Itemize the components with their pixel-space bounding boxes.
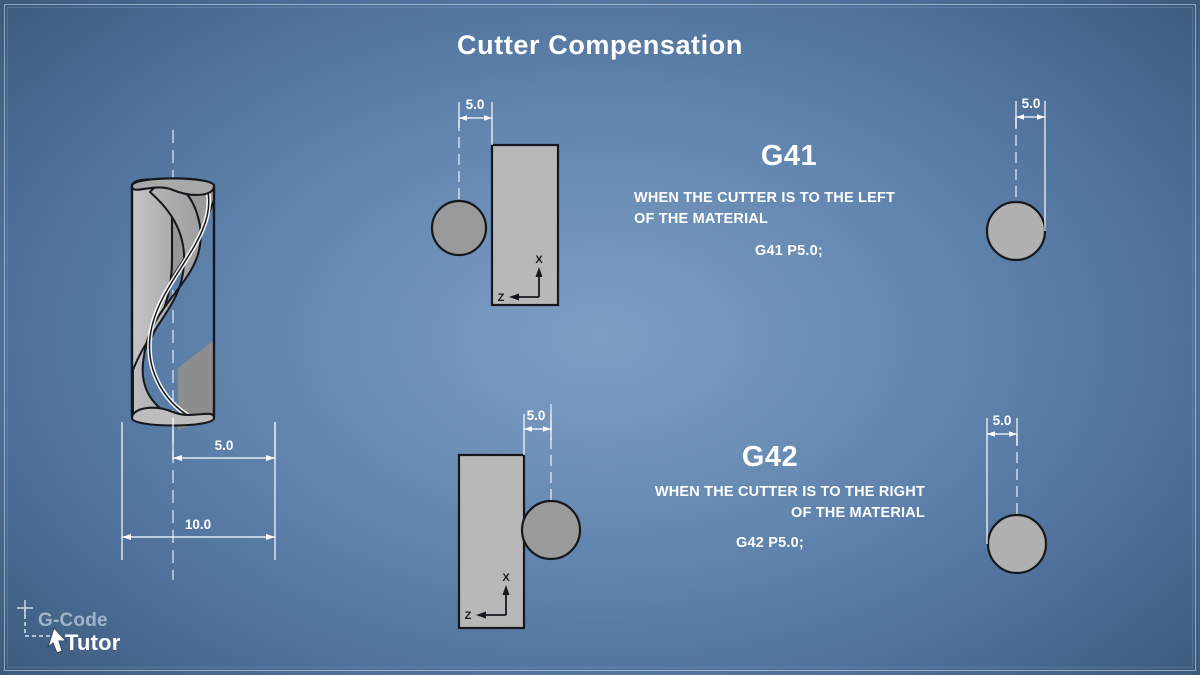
axis-x-label: X	[502, 572, 510, 584]
dim-arrow-right-10	[266, 534, 275, 540]
dim-label-radius: 5.0	[215, 438, 234, 453]
dim-label: 5.0	[993, 413, 1012, 428]
cutter-circle	[985, 200, 1047, 262]
axis-z-label: Z	[465, 610, 472, 622]
cutter-circle	[986, 513, 1048, 575]
end-mill-illustration: 5.0 10.0	[121, 130, 276, 580]
g41-middle-figure: 5.0 X Z	[430, 97, 560, 307]
bottom-end-face	[130, 406, 216, 427]
cutting-edge-line	[148, 191, 210, 419]
dim-arrow-left	[524, 426, 532, 432]
logo-bottom-text: Tutor	[65, 630, 121, 655]
dim-arrow-right	[484, 115, 492, 121]
axis-z-label: Z	[498, 292, 505, 304]
g41-description-line-1: WHEN THE CUTTER IS TO THE LEFT	[634, 190, 896, 206]
g41-code-heading: G41	[760, 140, 818, 172]
toolpath-dashes	[24, 608, 56, 637]
top-end-face	[130, 177, 216, 196]
axis-x-arrow	[502, 585, 510, 595]
brand-logo[interactable]: G-Code Tutor	[12, 598, 162, 660]
g41-program-line: G41 P5.0;	[755, 243, 823, 259]
axis-z-arrow	[476, 611, 486, 619]
material-block	[457, 453, 526, 630]
dim-arrow-left	[987, 431, 995, 437]
axis-x-label: X	[535, 254, 543, 266]
dim-label-diameter: 10.0	[185, 517, 211, 532]
dim-arrow-right-5	[266, 455, 275, 461]
cursor-arrow-icon	[47, 627, 68, 654]
g42-description: WHEN THE CUTTER IS TO THE RIGHT OF THE M…	[615, 482, 925, 523]
dim-arrow-left	[459, 115, 467, 121]
g42-description-line-2: OF THE MATERIAL	[790, 504, 925, 521]
dim-arrow-left-5	[173, 455, 182, 461]
cutter-circle	[430, 199, 488, 257]
g42-middle-figure: 5.0 X Z	[457, 404, 582, 630]
g42-program-line: G42 P5.0;	[736, 535, 804, 551]
axis-x-arrow	[535, 267, 543, 277]
g42-right-figure: 5.0	[986, 413, 1048, 575]
dim-label: 5.0	[527, 408, 546, 423]
g41-right-figure: 5.0	[985, 96, 1047, 262]
page-title: Cutter Compensation	[457, 30, 743, 60]
logo-top-text: G-Code	[38, 610, 108, 631]
dim-label: 5.0	[466, 97, 485, 112]
dim-label: 5.0	[1022, 96, 1041, 111]
g41-description-line-2: OF THE MATERIAL	[634, 210, 769, 227]
dim-arrow-left-10	[122, 534, 131, 540]
dim-arrow-right	[1009, 431, 1017, 437]
g41-description: WHEN THE CUTTER IS TO THE LEFT OF THE MA…	[634, 188, 944, 229]
g42-code-heading: G42	[741, 441, 799, 473]
dim-arrow-right	[1037, 114, 1045, 120]
cutter-circle	[520, 499, 582, 561]
dim-arrow-left	[1016, 114, 1024, 120]
material-block	[490, 143, 560, 307]
g42-description-line-1: WHEN THE CUTTER IS TO THE RIGHT	[654, 484, 925, 500]
axis-z-arrow	[509, 293, 519, 301]
flute-back-lower	[178, 340, 214, 430]
dim-arrow-right	[543, 426, 551, 432]
